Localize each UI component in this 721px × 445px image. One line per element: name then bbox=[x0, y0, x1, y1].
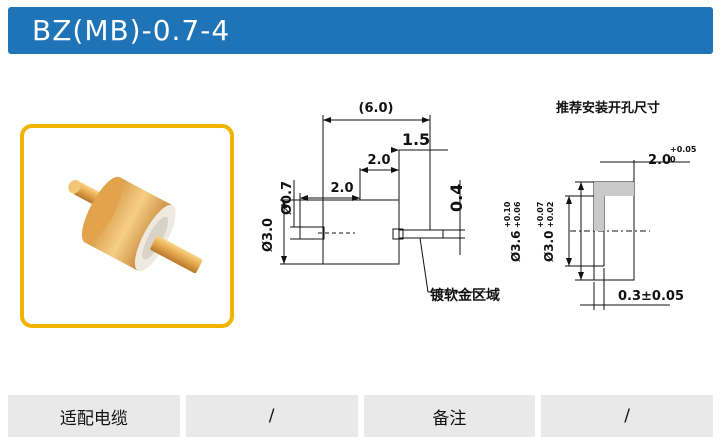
dim-tail-thickness: 0.4 bbox=[447, 184, 466, 212]
dim-inner-tol-lower: +0.02 bbox=[546, 202, 555, 228]
dim-body-diameter: Ø3.0 bbox=[261, 218, 276, 252]
dim-depth: 2.0 bbox=[648, 153, 671, 168]
cable-value: / bbox=[185, 395, 358, 437]
dim-inner-diameter: Ø3.0 bbox=[542, 231, 556, 262]
dim-rear-pin-length: 2.0 bbox=[330, 181, 353, 196]
dim-pin-diameter: Ø0.7 bbox=[280, 181, 295, 215]
dim-outer-diameter: Ø3.6 bbox=[509, 231, 523, 262]
remark-value: / bbox=[541, 395, 713, 437]
remark-label: 备注 bbox=[363, 395, 536, 437]
title-bar: BZ(MB)-0.7-4 bbox=[8, 7, 713, 54]
dim-overall-length: (6.0) bbox=[359, 101, 394, 116]
dim-inner-tol-upper: +0.07 bbox=[536, 202, 545, 228]
dim-depth-tol-upper: +0.05 bbox=[670, 145, 697, 154]
plating-note: 镀软金区域 bbox=[430, 287, 500, 304]
page-title: BZ(MB)-0.7-4 bbox=[32, 14, 231, 47]
technical-drawing: (6.0) 1.5 2.0 2.0 Ø0.7 Ø3.0 0.4 镀软金区域 推荐… bbox=[261, 100, 697, 310]
dim-body-length: 2.0 bbox=[367, 153, 390, 168]
dim-depth-tol-lower: 0 bbox=[670, 155, 676, 164]
spec-table: 适配电缆 / 备注 / bbox=[8, 395, 713, 437]
connector-illustration bbox=[68, 176, 203, 274]
dim-outer-tol-upper: +0.10 bbox=[503, 201, 512, 228]
dim-outer-tol-lower: +0.06 bbox=[513, 201, 522, 228]
product-photo bbox=[20, 124, 234, 328]
dim-step: 0.3±0.05 bbox=[618, 289, 684, 304]
dim-pin-length: 1.5 bbox=[402, 130, 430, 149]
right-drawing-title: 推荐安装开孔尺寸 bbox=[556, 100, 660, 116]
cable-label: 适配电缆 bbox=[8, 395, 180, 437]
